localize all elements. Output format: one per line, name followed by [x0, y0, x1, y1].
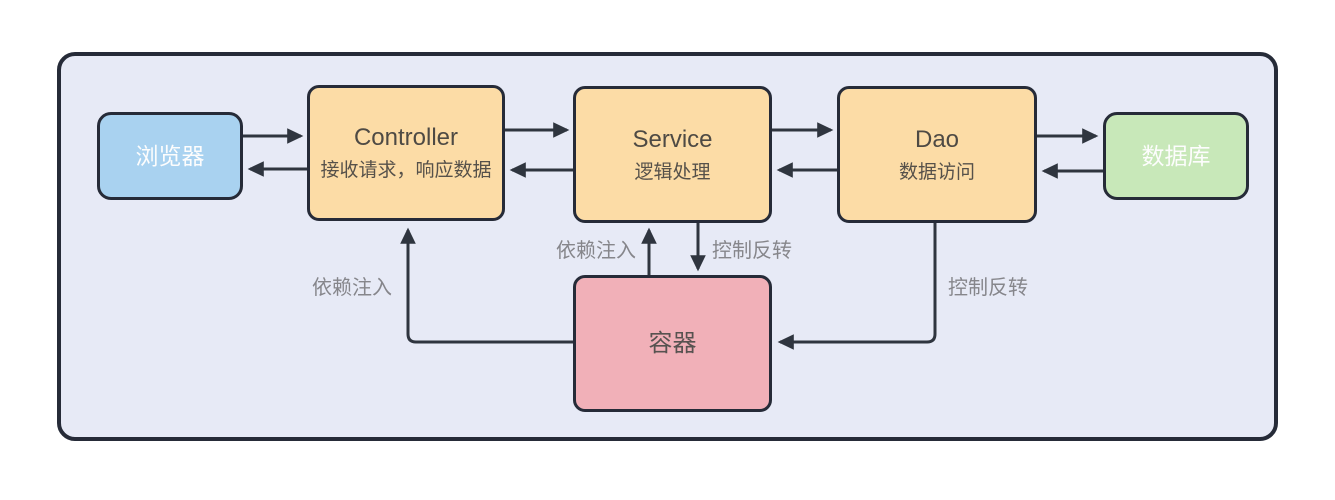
edge-label-dependency-injection-service: 依赖注入 [556, 240, 636, 262]
edge-label-dependency-injection-controller: 依赖注入 [312, 277, 392, 299]
node-controller[interactable]: Controller 接收请求，响应数据 [307, 85, 505, 221]
node-browser[interactable]: 浏览器 [97, 112, 243, 200]
node-database[interactable]: 数据库 [1103, 112, 1249, 200]
node-controller-subtitle: 接收请求，响应数据 [320, 160, 492, 182]
node-service-subtitle: 逻辑处理 [634, 161, 711, 183]
node-dao-title: Dao [914, 125, 960, 153]
node-service-title: Service [632, 125, 713, 153]
node-browser-label: 浏览器 [135, 142, 205, 169]
node-controller-title: Controller [353, 124, 459, 152]
node-dao-subtitle: 数据访问 [898, 161, 975, 183]
node-database-label: 数据库 [1141, 142, 1211, 169]
edge-label-inversion-of-control-service: 控制反转 [712, 240, 792, 262]
node-dao[interactable]: Dao 数据访问 [837, 86, 1037, 223]
edge-label-inversion-of-control-dao: 控制反转 [948, 277, 1028, 299]
node-container[interactable]: 容器 [573, 275, 772, 412]
node-container-label: 容器 [648, 329, 697, 357]
node-service[interactable]: Service 逻辑处理 [573, 86, 772, 223]
